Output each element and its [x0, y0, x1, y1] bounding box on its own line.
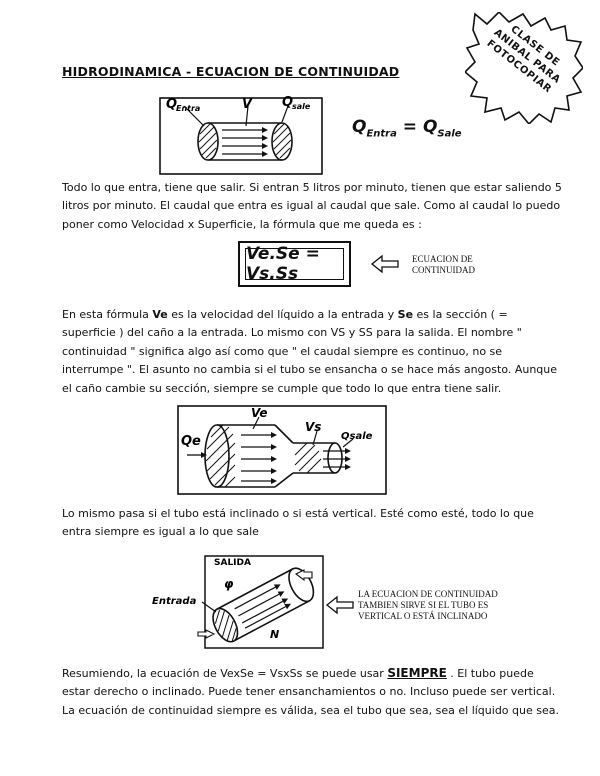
- paragraph-inclined: Lo mismo pasa si el tubo está inclinado …: [62, 507, 534, 539]
- fig2-qe: Qe: [181, 434, 201, 449]
- figure-inclined-tube: SALIDA Entrada φ N: [152, 555, 324, 649]
- fig1-v-label: V: [242, 97, 253, 112]
- paragraph-explanation: En esta fórmula Ve es la velocidad del l…: [62, 306, 562, 398]
- formula-note: ECUACION DE CONTINUIDAD: [412, 254, 475, 275]
- eq1-equals: =: [396, 117, 423, 137]
- stamp: CLASE DE ANIBAL PARA FOTOCOPIAR: [463, 10, 585, 126]
- para2-mid2: es la sección ( = superficie ) del caño …: [62, 308, 558, 395]
- fig1-q-out-sub: sale: [292, 102, 311, 111]
- continuity-formula-box: Ve.Se = Vs.Ss: [238, 241, 351, 287]
- fig1-q-in-sub: Entra: [176, 104, 200, 113]
- q-entra-sub: Entra: [366, 128, 397, 140]
- fig2-qsale: Qsale: [341, 431, 373, 442]
- fig3-n: N: [270, 628, 279, 641]
- page-title: HIDRODINAMICA - ECUACION DE CONTINUIDAD: [62, 64, 400, 79]
- siempre-emphasis: SIEMPRE: [387, 666, 447, 680]
- fig3-salida: SALIDA: [214, 558, 251, 568]
- left-arrow-icon-2: [325, 595, 354, 615]
- para2-se: Se: [397, 308, 414, 321]
- fig2-ve: Ve: [251, 406, 268, 420]
- figure-straight-tube: Q Entra V Q sale: [159, 95, 323, 175]
- para2-mid1: es la velocidad del líquido a la entrada…: [167, 308, 398, 321]
- q-sale: Q: [422, 117, 438, 137]
- fig1-q-out: Q: [282, 95, 293, 110]
- para4-post: . El tubo puede estar derecho o inclinad…: [62, 667, 559, 717]
- paragraph-intro: Todo lo que entra, tiene que salir. Si e…: [62, 181, 562, 231]
- fig1-q-in: Q: [166, 97, 177, 112]
- flow-equation: QEntra = QSale: [352, 117, 462, 139]
- para2-pre: En esta fórmula: [62, 308, 153, 321]
- para2-ve: Ve: [152, 308, 168, 321]
- stamp-burst-icon: [463, 10, 585, 126]
- fig3-entrada: Entrada: [152, 596, 197, 607]
- q-sale-sub: Sale: [437, 128, 462, 140]
- left-arrow-icon: [370, 254, 399, 274]
- q-entra: Q: [352, 117, 367, 137]
- fig3-phi: φ: [224, 577, 234, 591]
- fig2-vs: Vs: [305, 420, 321, 434]
- paragraph-summary: Resumiendo, la ecuación de VexSe = VsxSs…: [62, 664, 562, 720]
- figure-narrowing-tube: Qe Ve Vs Qsale: [177, 405, 387, 495]
- continuity-formula: Ve.Se = Vs.Ss: [245, 244, 344, 284]
- para4-pre: Resumiendo, la ecuación de VexSe = VsxSs…: [62, 667, 388, 680]
- formula-text: Ve.Se = Vs.Ss: [246, 244, 320, 284]
- inclined-note: LA ECUACION DE CONTINUIDAD TAMBIEN SIRVE…: [358, 589, 498, 621]
